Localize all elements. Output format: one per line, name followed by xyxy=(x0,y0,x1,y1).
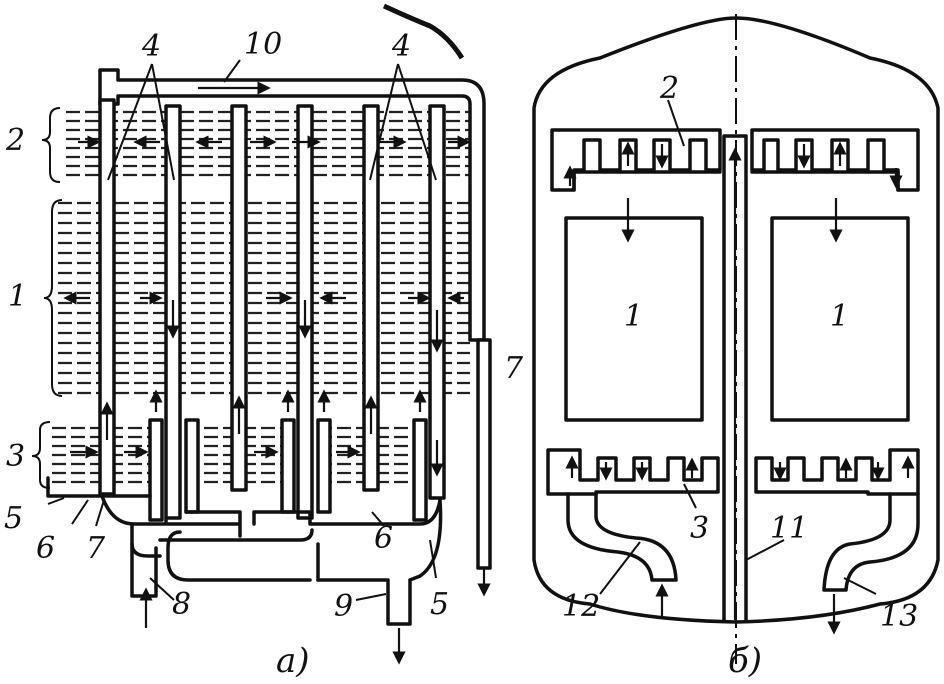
inlet-pipe-12 xyxy=(566,492,678,582)
right-view-labels: 1 1 2 3 11 12 13 б) xyxy=(562,71,918,681)
left-view-labels: 2 1 3 4 4 5 5 6 6 7 7 8 9 10 а) xyxy=(4,27,524,681)
label-5-right: 5 xyxy=(430,587,449,622)
label-13: 13 xyxy=(880,599,918,634)
lower-short-tubes xyxy=(148,418,428,522)
bottom-collector-right xyxy=(754,448,920,496)
top-collector-right xyxy=(750,128,920,192)
left-view-plate-heat-exchanger: 2 1 3 4 4 5 5 6 6 7 7 8 9 10 а) xyxy=(4,3,524,681)
label-7-right: 7 xyxy=(504,351,524,386)
label-11: 11 xyxy=(770,511,808,546)
label-6-left: 6 xyxy=(36,531,55,566)
label-4-right: 4 xyxy=(391,29,411,64)
outlet-pipe-13 xyxy=(822,492,920,592)
label-3: 3 xyxy=(6,439,25,474)
fin-zone-top xyxy=(66,110,470,177)
label-4-left: 4 xyxy=(141,29,161,64)
ink-scratch xyxy=(382,3,465,60)
bottom-return-loop xyxy=(130,498,443,582)
label-7-left: 7 xyxy=(86,531,106,566)
label-10: 10 xyxy=(244,27,282,62)
vertical-flow-arrows xyxy=(100,300,444,477)
outlet-pipe-9 xyxy=(316,578,412,626)
label-2: 2 xyxy=(5,123,25,158)
caption-b: б) xyxy=(728,641,762,681)
core-block-right xyxy=(770,216,910,422)
bottom-collector-left xyxy=(546,448,720,496)
right-flow-arrows xyxy=(563,141,915,481)
callout-leaders xyxy=(47,59,437,601)
label-1-right: 1 xyxy=(830,299,849,334)
label-5-left: 5 xyxy=(4,501,23,536)
label-8: 8 xyxy=(172,587,191,622)
bottom-distributor xyxy=(46,476,442,538)
vertical-tubes xyxy=(98,98,446,520)
top-header-pipe xyxy=(98,68,486,342)
outlet-pipe-7 xyxy=(476,338,492,570)
label-9: 9 xyxy=(334,589,353,624)
core-block-left xyxy=(564,216,704,422)
zone-braces xyxy=(31,107,63,489)
caption-a: а) xyxy=(276,641,310,681)
vessel-shell xyxy=(532,16,940,624)
right-callout-leaders xyxy=(599,99,877,595)
label-1-left: 1 xyxy=(624,299,643,334)
label-6-right: 6 xyxy=(374,521,393,556)
central-tube-11 xyxy=(722,134,748,622)
fin-zone-middle xyxy=(58,201,470,395)
label-2-right: 2 xyxy=(659,71,679,106)
right-view-vessel: 1 1 2 3 11 12 13 б) xyxy=(532,14,940,681)
top-collector xyxy=(550,128,722,192)
label-3-right: 3 xyxy=(690,511,709,546)
horizontal-flow-arrows xyxy=(63,135,471,459)
label-12: 12 xyxy=(562,589,600,624)
label-1: 1 xyxy=(8,279,27,314)
